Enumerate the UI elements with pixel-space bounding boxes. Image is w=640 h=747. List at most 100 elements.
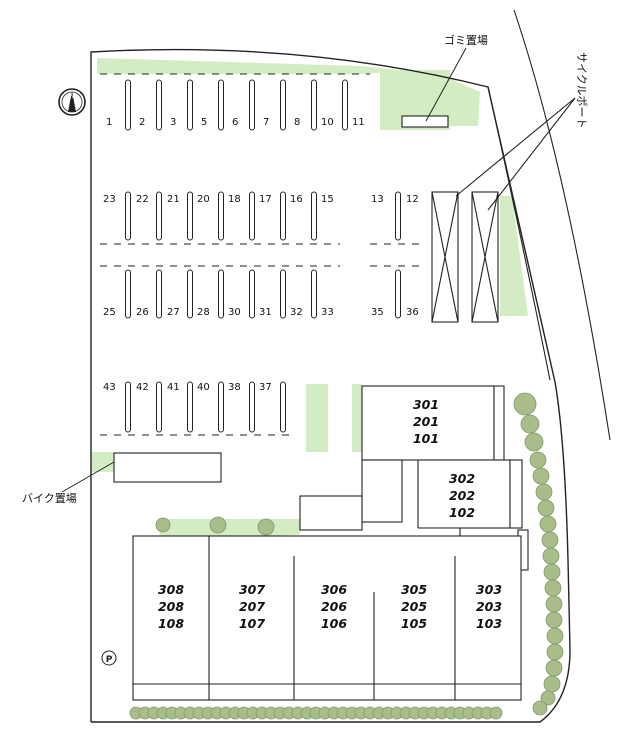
stall-divider [156, 381, 162, 433]
bike-leader [61, 461, 115, 493]
unit-label: 202 [449, 488, 475, 503]
buildings [132, 385, 529, 701]
unit-label: 208 [158, 599, 184, 614]
unit-label: 205 [401, 599, 427, 614]
garbage-area [401, 115, 449, 128]
stall-divider [218, 79, 224, 131]
shrub [540, 690, 556, 706]
road-line-outer [513, 9, 611, 441]
stall-divider [187, 269, 193, 319]
unit-label: 207 [239, 599, 265, 614]
shrub [537, 499, 555, 517]
road-line-inner [487, 86, 551, 381]
stall-divider [280, 381, 286, 433]
stall-divider [311, 191, 317, 241]
stall-divider [125, 269, 131, 319]
building-lower [132, 535, 522, 701]
shrub [155, 517, 171, 533]
stall-label: 13 [371, 194, 384, 205]
shrub [529, 451, 547, 469]
stall-divider [187, 191, 193, 241]
stall-label: 37 [259, 382, 272, 393]
unit-labels: 301 201 101 302 202 102 308 208 108 307 … [158, 397, 502, 631]
green-cycle-strip [500, 196, 528, 316]
unit-label: 305 [401, 582, 427, 597]
stall-label: 23 [103, 194, 116, 205]
unit-label: 106 [321, 616, 347, 631]
unit-label: 206 [321, 599, 347, 614]
parking-labels: 1 2 3 5 6 7 8 10 11 23 22 21 20 18 17 16… [103, 117, 419, 393]
shrub [545, 611, 563, 629]
unit-label: 107 [239, 616, 265, 631]
shrub [520, 414, 540, 434]
parking-stall-dividers [125, 79, 401, 433]
unit-label: 102 [449, 505, 475, 520]
shrub [544, 579, 562, 597]
unit-label: 306 [321, 582, 347, 597]
stall-divider [311, 269, 317, 319]
stall-divider [280, 191, 286, 241]
shrub [545, 595, 563, 613]
stall-divider [249, 79, 255, 131]
shrub [513, 392, 537, 416]
shrub [489, 706, 503, 720]
stall-label: 20 [197, 194, 210, 205]
bike-label: バイク置場 [22, 492, 77, 505]
shrub [546, 643, 564, 661]
green-mid-2 [352, 384, 362, 452]
shrub [542, 547, 560, 565]
stall-label: 31 [259, 307, 272, 318]
unit-label: 303 [476, 582, 502, 597]
cycle-port [431, 97, 576, 323]
unit-label: 301 [413, 397, 439, 412]
stall-label: 11 [352, 117, 365, 128]
stall-label: 22 [136, 194, 149, 205]
north-label: N [70, 93, 75, 100]
stall-label: 28 [197, 307, 210, 318]
stall-divider [156, 191, 162, 241]
unit-label: 105 [401, 616, 427, 631]
stall-label: 43 [103, 382, 116, 393]
bike-parking [113, 452, 222, 483]
stall-label: 40 [197, 382, 210, 393]
site-boundary [90, 48, 571, 723]
green-mid-1 [306, 384, 328, 452]
garbage-label: ゴミ置場 [444, 33, 488, 47]
stall-label: 15 [321, 194, 334, 205]
stall-divider [342, 79, 348, 131]
stall-label: 2 [139, 117, 145, 128]
stall-divider [311, 79, 317, 131]
stall-divider [249, 191, 255, 241]
stall-divider [249, 381, 255, 433]
stall-divider [218, 269, 224, 319]
shrub [543, 563, 561, 581]
stall-divider [125, 79, 131, 131]
stall-label: 21 [167, 194, 180, 205]
stall-label: 30 [228, 307, 241, 318]
unit-label: 203 [476, 599, 502, 614]
parking-dash-lines [100, 73, 425, 436]
unit-label: 103 [476, 616, 502, 631]
stall-label: 36 [406, 307, 419, 318]
stall-label: 17 [259, 194, 272, 205]
stall-label: 3 [170, 117, 176, 128]
stall-divider [395, 269, 401, 319]
stall-divider [187, 381, 193, 433]
stall-divider [187, 79, 193, 131]
stall-divider [156, 79, 162, 131]
shrub [209, 516, 227, 534]
shrub [545, 659, 563, 677]
stall-divider [395, 191, 401, 241]
shrub [541, 531, 559, 549]
stall-label: 42 [136, 382, 149, 393]
stall-label: 41 [167, 382, 180, 393]
stall-divider [249, 269, 255, 319]
stall-label: 18 [228, 194, 241, 205]
shrub [546, 627, 564, 645]
stall-label: 6 [232, 117, 238, 128]
stall-label: 32 [290, 307, 303, 318]
shrub [543, 675, 561, 693]
shrub [532, 700, 548, 716]
unit-label: 302 [449, 471, 475, 486]
